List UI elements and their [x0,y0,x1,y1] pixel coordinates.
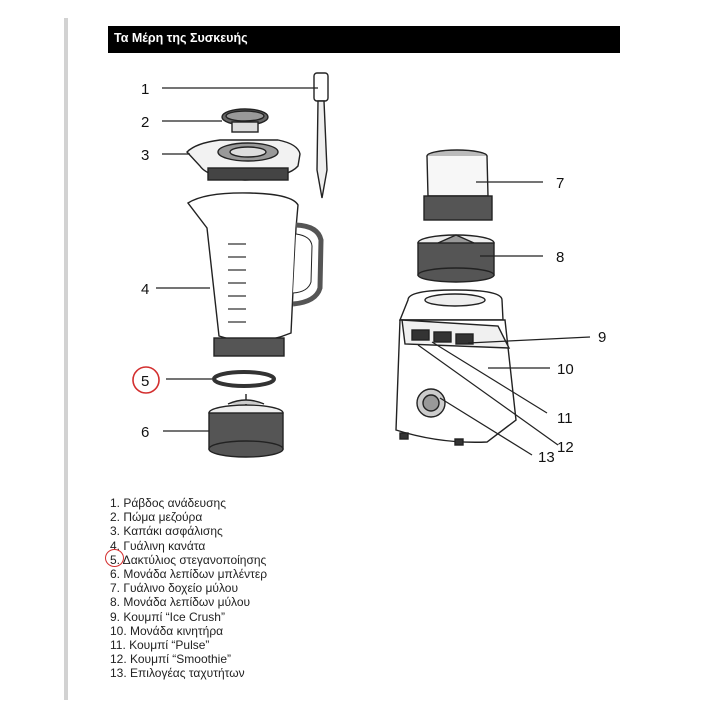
list-item: 11. Κουμπί “Pulse” [110,638,210,653]
page-margin-rule [64,18,68,700]
callout-1: 1 [141,81,149,98]
parts-list: 1. Ράβδος ανάδευσης 2. Πώμα μεζούρα 3. Κ… [110,496,267,681]
sealing-ring [212,370,276,388]
list-item: 7. Γυάλινο δοχείο μύλου [110,581,239,596]
list-item: 8. Μονάδα λεπίδων μύλου [110,595,251,610]
section-title: Τα Μέρη της Συσκευής [114,31,248,45]
callout-13: 13 [538,449,555,466]
list-item: 2. Πώμα μεζούρα [110,510,203,525]
callout-10: 10 [557,361,574,378]
grinder-blade-unit [417,234,495,283]
callout-2: 2 [141,114,149,131]
highlight-circle-list [105,549,124,567]
highlight-circle-diagram [132,366,160,394]
callout-4: 4 [141,281,149,298]
callout-6: 6 [141,424,149,441]
stirring-rod [313,72,329,199]
callout-8: 8 [556,249,564,266]
callout-9: 9 [598,329,606,346]
callout-11: 11 [557,410,573,427]
blender-blade-unit [208,394,284,458]
measuring-cap [221,108,269,133]
glass-jug [186,192,324,357]
list-item: 12. Κουμπί “Smoothie” [110,652,231,667]
list-item: 4. Γυάλινη κανάτα [110,538,206,553]
list-item: 3. Καπάκι ασφάλισης [110,524,223,539]
list-item: 9. Κουμπί “Ice Crush” [110,609,225,624]
callout-3: 3 [141,147,149,164]
list-item: 6. Μονάδα λεπίδων μπλέντερ [110,567,268,582]
callout-5: 5 [141,373,149,390]
section-header: Τα Μέρη της Συσκευής [108,26,620,53]
locking-lid [186,139,301,181]
callout-12: 12 [557,439,574,456]
callout-7: 7 [556,175,564,192]
list-item: 1. Ράβδος ανάδευσης [110,496,226,510]
list-item: 5. Δακτύλιος στεγανοποίησης [110,552,267,567]
list-item: 13. Επιλογέας ταχυτήτων [110,666,245,681]
grinder-jar [423,149,493,221]
list-item: 10. Μονάδα κινητήρα [110,623,224,638]
leader-lines [156,87,591,456]
